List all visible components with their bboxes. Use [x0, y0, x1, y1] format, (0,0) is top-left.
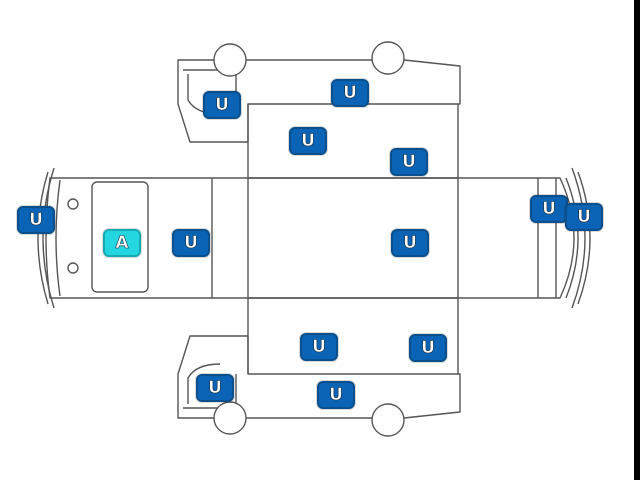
- u-marker-roof-lower-right[interactable]: U: [409, 334, 447, 362]
- u-marker-hood[interactable]: U: [172, 229, 210, 257]
- u-marker-rear-door-right[interactable]: U: [565, 203, 603, 231]
- u-marker-roof-upper-right[interactable]: U: [390, 148, 428, 176]
- u-marker-lower-bottom-edge[interactable]: U: [317, 381, 355, 409]
- marker-label: U: [403, 232, 417, 253]
- marker-label: U: [421, 337, 435, 358]
- u-marker-roof-center[interactable]: U: [391, 229, 429, 257]
- u-marker-upper-top-edge[interactable]: U: [331, 79, 369, 107]
- marker-label: U: [208, 377, 222, 398]
- marker-label: U: [343, 82, 357, 103]
- marker-label: U: [577, 206, 591, 227]
- marker-label: U: [29, 209, 43, 230]
- marker-label: U: [542, 198, 556, 219]
- upper-side-view: [177, 41, 461, 143]
- u-marker-roof-lower-left[interactable]: U: [300, 333, 338, 361]
- marker-label: U: [329, 384, 343, 405]
- u-marker-front-left-upper[interactable]: U: [203, 91, 241, 119]
- marker-label: U: [215, 94, 229, 115]
- u-marker-roof-upper-left[interactable]: U: [289, 127, 327, 155]
- marker-label: A: [115, 232, 129, 253]
- right-edge-strip: [634, 0, 640, 480]
- marker-label: U: [301, 130, 315, 151]
- u-marker-front-bumper[interactable]: U: [17, 206, 55, 234]
- a-marker-windshield[interactable]: A: [103, 229, 141, 257]
- marker-label: U: [402, 151, 416, 172]
- marker-label: U: [184, 232, 198, 253]
- marker-label: U: [312, 336, 326, 357]
- u-marker-rear-door-left[interactable]: U: [530, 195, 568, 223]
- u-marker-front-left-lower[interactable]: U: [196, 374, 234, 402]
- lower-side-view: [177, 335, 461, 437]
